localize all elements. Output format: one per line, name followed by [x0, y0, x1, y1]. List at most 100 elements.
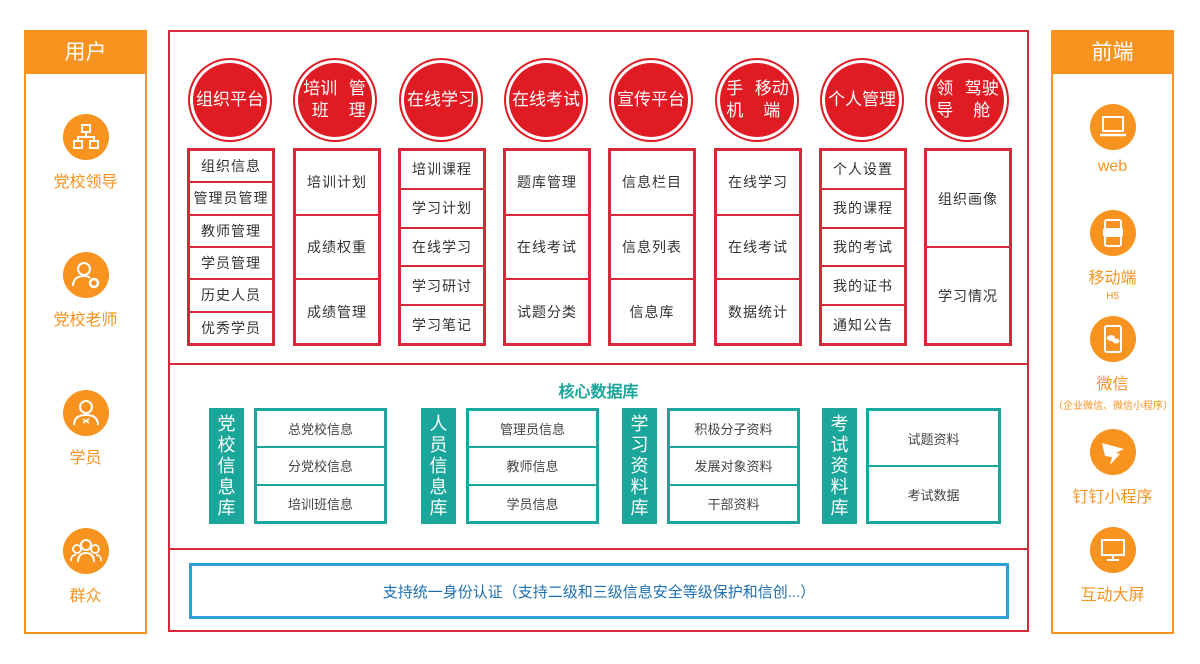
module-box-personal: 个人设置 我的课程 我的考试 我的证书 通知公告 — [819, 148, 907, 346]
module-item[interactable]: 通知公告 — [822, 306, 904, 343]
module-box-org: 组织信息 管理员管理 教师管理 学员管理 历史人员 优秀学员 — [187, 148, 275, 346]
user-panel: 用户 党校领导 党校老师 — [24, 30, 147, 634]
frontend-label-dingtalk: 钉钉小程序 — [1072, 489, 1153, 506]
core-db-item[interactable]: 学员信息 — [506, 496, 559, 512]
module-box-learning: 培训课程 学习计划 在线学习 学习研讨 学习笔记 — [398, 148, 486, 346]
core-db-item[interactable]: 教师信息 — [469, 448, 596, 486]
module-item[interactable]: 历史人员 — [190, 280, 272, 313]
module-circle-publicity[interactable]: 宣传平台 — [614, 63, 688, 137]
core-db-item[interactable]: 发展对象资料 — [670, 448, 797, 486]
frontend-label-wechat: 微信 — [1096, 376, 1129, 393]
frontend-item-wechat[interactable]: 微信 （企业微信、微信小程序） — [1053, 316, 1173, 412]
core-group-label-learning: 学习资料库 — [622, 408, 657, 524]
core-db-item[interactable]: 干部资料 — [707, 496, 760, 512]
module-item[interactable]: 组织画像 — [927, 151, 1009, 248]
module-item[interactable]: 我的证书 — [822, 267, 904, 307]
core-group-box-personnel: 管理员信息 教师信息 学员信息 — [466, 408, 599, 524]
student-icon — [62, 390, 109, 436]
module-circle-cockpit[interactable]: 领导驾驶舱 — [930, 63, 1004, 137]
module-circle-mobile[interactable]: 手机移动端 — [720, 63, 794, 137]
module-circle-personal[interactable]: 个人管理 — [825, 63, 899, 137]
teacher-gear-icon — [62, 252, 109, 298]
module-item[interactable]: 我的课程 — [822, 190, 904, 229]
module-box-cockpit: 组织画像 学习情况 — [924, 148, 1012, 346]
module-item[interactable]: 管理员管理 — [190, 183, 272, 216]
user-label-teacher: 党校老师 — [53, 312, 118, 329]
module-item[interactable]: 在线考试 — [717, 216, 799, 281]
frontend-item-web[interactable]: web — [1053, 104, 1172, 176]
group-icon — [62, 528, 109, 574]
main-frame — [168, 30, 1029, 632]
core-group-label-personnel: 人员信息库 — [421, 408, 456, 524]
core-group-box-exam: 试题资料 考试数据 — [866, 408, 1001, 524]
module-circle-learning[interactable]: 在线学习 — [404, 63, 478, 137]
core-group-box-school: 总党校信息 分党校信息 培训班信息 — [254, 408, 387, 524]
core-group-label-exam: 考试资料库 — [822, 408, 857, 524]
frontend-label-web: web — [1097, 158, 1128, 175]
module-item[interactable]: 教师管理 — [190, 216, 272, 248]
section-divider-bottom — [168, 548, 1029, 550]
module-item[interactable]: 信息列表 — [611, 216, 693, 281]
frontend-label-mobile: 移动端 — [1088, 270, 1137, 287]
module-circle-org[interactable]: 组织平台 — [193, 63, 267, 137]
module-item[interactable]: 成绩权重 — [296, 216, 378, 281]
module-item[interactable]: 数据统计 — [717, 280, 799, 343]
core-db-item[interactable]: 试题资料 — [869, 411, 998, 467]
module-item[interactable]: 信息栏目 — [611, 151, 693, 216]
module-box-class: 培训计划 成绩权重 成绩管理 — [293, 148, 381, 346]
module-item[interactable]: 培训计划 — [296, 151, 378, 216]
app-phone-icon — [1089, 210, 1136, 256]
user-item-teacher[interactable]: 党校老师 — [26, 252, 145, 330]
core-db-title: 核心数据库 — [558, 384, 639, 401]
core-db-item[interactable]: 总党校信息 — [257, 411, 384, 449]
module-item[interactable]: 我的考试 — [822, 229, 904, 268]
module-item[interactable]: 学习情况 — [927, 248, 1009, 343]
module-item[interactable]: 学习笔记 — [401, 306, 483, 343]
wechat-phone-icon — [1089, 316, 1136, 362]
frontend-panel: 前端 web 移动端 H5 微信 （企业微信、微信小程 — [1051, 30, 1174, 634]
core-db-item[interactable]: 管理员信息 — [469, 411, 596, 449]
module-box-exam: 题库管理 在线考试 试题分类 — [503, 148, 591, 346]
user-item-student[interactable]: 学员 — [26, 390, 145, 468]
user-label-leader: 党校领导 — [53, 174, 118, 191]
monitor-icon — [1089, 104, 1136, 150]
core-db-item[interactable]: 积极分子资料 — [670, 411, 797, 449]
module-item[interactable]: 个人设置 — [822, 151, 904, 190]
module-box-publicity: 信息栏目 信息列表 信息库 — [608, 148, 696, 346]
user-item-public[interactable]: 群众 — [26, 528, 145, 606]
module-item[interactable]: 学员管理 — [190, 248, 272, 281]
user-label-student: 学员 — [69, 450, 102, 467]
module-item[interactable]: 优秀学员 — [190, 313, 272, 343]
module-item[interactable]: 在线考试 — [506, 216, 588, 281]
module-item[interactable]: 成绩管理 — [296, 280, 378, 343]
frontend-item-mobile[interactable]: 移动端 H5 — [1053, 210, 1172, 302]
frontend-sub-wechat: （企业微信、微信小程序） — [1053, 401, 1173, 412]
module-item[interactable]: 信息库 — [611, 280, 693, 343]
user-label-public: 群众 — [69, 588, 102, 605]
module-item[interactable]: 组织信息 — [190, 151, 272, 184]
core-db-item[interactable]: 考试数据 — [907, 487, 960, 503]
module-item[interactable]: 培训课程 — [401, 151, 483, 190]
module-box-mobile: 在线学习 在线考试 数据统计 — [714, 148, 802, 346]
module-item[interactable]: 在线学习 — [717, 151, 799, 216]
module-item[interactable]: 试题分类 — [506, 280, 588, 343]
core-db-item[interactable]: 培训班信息 — [287, 496, 353, 512]
frontend-item-dingtalk[interactable]: 钉钉小程序 — [1053, 429, 1172, 507]
org-chart-icon — [62, 114, 109, 160]
identity-auth-bar: 支持统一身份认证（支持二级和三级信息安全等级保护和信创...） — [189, 563, 1009, 619]
core-group-box-learning: 积极分子资料 发展对象资料 干部资料 — [667, 408, 800, 524]
frontend-item-screen[interactable]: 互动大屏 — [1053, 527, 1172, 605]
section-divider-top — [168, 363, 1029, 365]
module-item[interactable]: 学习计划 — [401, 190, 483, 229]
frontend-label-screen: 互动大屏 — [1080, 587, 1145, 604]
core-db-item[interactable]: 分党校信息 — [257, 448, 384, 486]
module-item[interactable]: 在线学习 — [401, 229, 483, 268]
module-item[interactable]: 学习研讨 — [401, 267, 483, 307]
core-group-label-school: 党校信息库 — [209, 408, 244, 524]
user-item-leader[interactable]: 党校领导 — [26, 114, 145, 192]
module-item[interactable]: 题库管理 — [506, 151, 588, 216]
module-circle-exam[interactable]: 在线考试 — [509, 63, 583, 137]
screen-icon — [1089, 527, 1136, 573]
user-panel-title: 用户 — [26, 32, 145, 74]
module-circle-class[interactable]: 培训班管理 — [298, 63, 372, 137]
